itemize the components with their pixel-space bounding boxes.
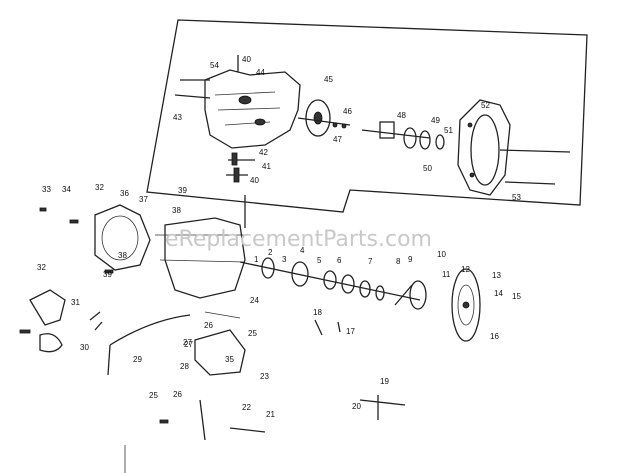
part-label: 33: [42, 185, 51, 194]
part-label: 29: [133, 355, 142, 364]
part-label: 28: [180, 362, 189, 371]
part-label: 6: [337, 256, 342, 265]
part-label: 1: [254, 255, 259, 264]
inset-drawing: [174, 55, 571, 196]
part-label: 25: [149, 391, 158, 400]
part-label: 16: [490, 332, 499, 341]
part-label: 7: [368, 257, 373, 266]
part-label: 30: [80, 343, 89, 352]
part-label: 26: [173, 390, 182, 399]
part-label: 52: [481, 101, 490, 110]
part-label: 44: [256, 68, 265, 77]
part-label: 32: [95, 183, 104, 192]
part-label: 54: [210, 61, 219, 70]
part-label: 14: [494, 289, 503, 298]
part-label: 49: [431, 116, 440, 125]
part-label: 12: [461, 265, 470, 274]
part-label: 21: [266, 410, 275, 419]
part-label: 27: [184, 340, 193, 349]
part-label: 38: [172, 206, 181, 215]
part-label: 15: [512, 292, 521, 301]
part-label: 25: [248, 329, 257, 338]
part-label: 32: [37, 263, 46, 272]
part-label: 34: [62, 185, 71, 194]
part-label: 11: [442, 270, 451, 279]
part-label: 35: [225, 355, 234, 364]
part-label: 50: [423, 164, 432, 173]
part-label: 36: [120, 189, 129, 198]
part-label: 3: [282, 255, 287, 264]
part-label: 39: [103, 270, 112, 279]
part-label: 47: [333, 135, 342, 144]
part-label: 27: [183, 338, 192, 347]
part-label: 48: [397, 111, 406, 120]
part-label: 37: [139, 195, 148, 204]
main-labels: 33 34 32 36 37 39 38 38 39 32 31 30 29 2…: [37, 183, 521, 419]
part-label: 5: [317, 256, 322, 265]
part-label: 22: [242, 403, 251, 412]
main-drawing: [19, 195, 481, 473]
part-label: 42: [259, 148, 268, 157]
part-label: 31: [71, 298, 80, 307]
part-label: 9: [408, 255, 413, 264]
part-label: 13: [492, 271, 501, 280]
part-label: 8: [396, 257, 401, 266]
part-label: 2: [268, 248, 273, 257]
part-label: 45: [324, 75, 333, 84]
inset-frame: [146, 19, 588, 213]
part-label: 53: [512, 193, 521, 202]
watermark: eReplacementParts.com: [165, 227, 432, 252]
part-label: 41: [262, 162, 271, 171]
part-label: 51: [444, 126, 453, 135]
part-label: 38: [118, 251, 127, 260]
part-label: 4: [300, 246, 305, 255]
part-label: 19: [380, 377, 389, 386]
part-label: 26: [204, 321, 213, 330]
part-label: 46: [343, 107, 352, 116]
part-label: 20: [352, 402, 361, 411]
part-label: 17: [346, 327, 355, 336]
part-label: 40: [242, 55, 251, 64]
part-label: 39: [178, 186, 187, 195]
part-label: 43: [173, 113, 182, 122]
part-label: 23: [260, 372, 269, 381]
part-label: 18: [313, 308, 322, 317]
part-label: 40: [250, 176, 259, 185]
part-label: 10: [437, 250, 446, 259]
part-label: 24: [250, 296, 259, 305]
inset-labels: 40 54 44 45 43 46 47 48 49 51 52 42 41 4…: [173, 55, 521, 202]
